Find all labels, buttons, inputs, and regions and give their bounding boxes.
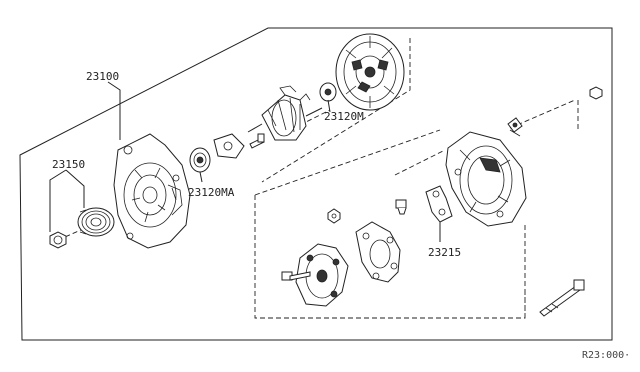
- terminal-nut: [589, 86, 603, 100]
- rectifier-nut: [327, 208, 341, 224]
- rear-bearing: [319, 82, 337, 102]
- pulley-nut: [49, 231, 67, 249]
- assembly-frame: [19, 27, 613, 341]
- retainer-screw: [249, 133, 265, 149]
- rectifier-subassembly-box: [254, 38, 579, 319]
- regulator-screw: [395, 199, 407, 215]
- label-23215: 23215: [428, 246, 461, 259]
- pulley: [77, 207, 115, 237]
- regulator-bracket: [425, 185, 453, 223]
- label-23100: 23100: [86, 70, 119, 83]
- rotor: [247, 85, 323, 141]
- leader-23150: [49, 169, 85, 232]
- bearing-retainer: [213, 133, 245, 159]
- label-23120m: 23120M: [324, 110, 364, 123]
- leader-23100: [107, 81, 121, 140]
- stator-assembly: [335, 33, 405, 111]
- terminal-bolt: [507, 117, 523, 137]
- front-housing: [113, 133, 191, 249]
- reference-code: R23:000·: [582, 350, 630, 361]
- label-23150: 23150: [52, 158, 85, 171]
- rectifier: [355, 221, 401, 283]
- leader-23120ma: [199, 171, 203, 183]
- leader-23120m: [327, 99, 331, 113]
- through-bolt: [539, 279, 585, 317]
- front-bearing: [189, 147, 211, 173]
- label-23120ma: 23120MA: [188, 186, 235, 199]
- rear-cover: [445, 131, 527, 227]
- short-bolt: [281, 271, 311, 281]
